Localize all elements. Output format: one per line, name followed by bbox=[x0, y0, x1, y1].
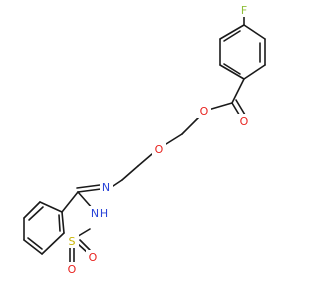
ether-oxygen-atom: O bbox=[155, 143, 164, 156]
ester-group bbox=[207, 78, 246, 119]
carbonyl-oxygen-atom: O bbox=[240, 115, 249, 128]
sulfonyl-oxygen-atom-1: O bbox=[68, 263, 77, 276]
nitrogen-hydrogen-atom: H bbox=[100, 207, 108, 220]
benzisothiazole-core bbox=[23, 184, 102, 263]
fluorine-atom: F bbox=[241, 4, 247, 17]
ester-oxygen-atom: O bbox=[200, 105, 209, 118]
fluorophenyl-ring bbox=[219, 24, 266, 80]
ether-chain bbox=[121, 116, 200, 181]
imine-nitrogen-atom: N bbox=[102, 181, 110, 194]
molecule-structure-diagram: F O O O N N H S O O bbox=[23, 4, 266, 276]
atom-labels: F O O O N N H S O O bbox=[65, 4, 251, 276]
sulfur-atom: S bbox=[69, 235, 76, 248]
sulfonyl-oxygen-atom-2: O bbox=[89, 251, 98, 264]
ring-nitrogen-atom: N bbox=[91, 207, 99, 220]
